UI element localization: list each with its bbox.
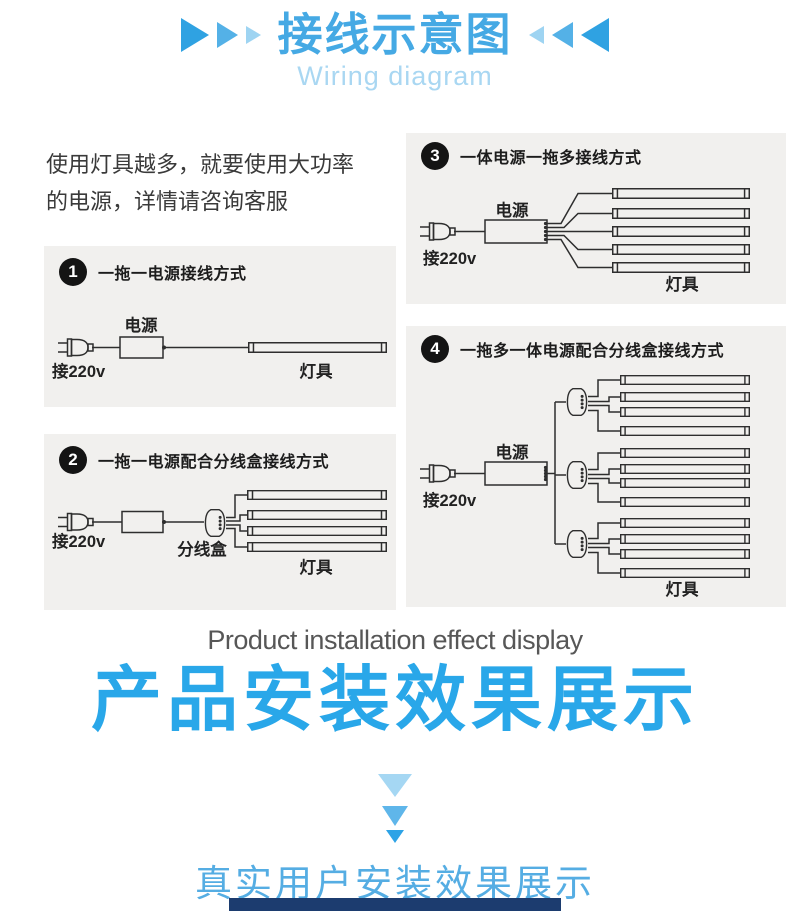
lamp-label: 灯具 bbox=[666, 580, 700, 599]
panel-title: 一体电源一拖多接线方式 bbox=[460, 150, 642, 167]
junction-box bbox=[566, 388, 588, 416]
footer-title-cn: 产品安装效果展示 bbox=[90, 661, 699, 740]
plug-label: 接220v bbox=[52, 361, 106, 381]
lamp-tube bbox=[612, 188, 750, 199]
panel-title: 一拖多一体电源配合分线盒接线方式 bbox=[460, 343, 725, 360]
lamp-tube bbox=[612, 244, 750, 255]
plug-icon bbox=[420, 464, 456, 483]
lamp-tube bbox=[247, 490, 387, 500]
arrow-left-icon bbox=[528, 25, 544, 44]
lamp-tube bbox=[612, 262, 750, 273]
plug-icon bbox=[420, 222, 456, 241]
lamp-tube bbox=[620, 464, 750, 474]
arrow-left-icon bbox=[580, 17, 609, 52]
diagram-panel-3: 3 一体电源一拖多接线方式 bbox=[406, 133, 786, 304]
junction-box bbox=[566, 461, 588, 489]
plug-label: 接220v bbox=[52, 531, 106, 551]
lamp-tube bbox=[620, 549, 750, 559]
power-box bbox=[484, 219, 548, 244]
plug-label: 接220v bbox=[423, 490, 477, 510]
lamp-tube bbox=[620, 497, 750, 507]
wiring-diagram-1: 电源 接220v 灯具 bbox=[52, 315, 387, 381]
section-header: 接线示意图 Wiring diagram bbox=[0, 10, 790, 92]
lamp-label: 灯具 bbox=[300, 558, 334, 577]
footer-subtitle-en: Product installation effect display bbox=[207, 625, 583, 655]
power-box bbox=[484, 461, 548, 486]
lamp-tube bbox=[620, 407, 750, 417]
power-box bbox=[119, 336, 164, 359]
lamp-tube bbox=[620, 426, 750, 436]
number-badge: 1 bbox=[59, 258, 87, 286]
page-title: 接线示意图 bbox=[277, 9, 513, 60]
lamp-tube bbox=[248, 342, 387, 353]
lamp-label: 灯具 bbox=[666, 275, 700, 294]
lamp-tube bbox=[612, 208, 750, 219]
lamp-tube bbox=[620, 375, 750, 385]
panel-3-header: 3 一体电源一拖多接线方式 bbox=[421, 142, 642, 170]
lamp-tube bbox=[620, 478, 750, 488]
arrow-down-icon bbox=[382, 806, 408, 826]
lamp-tube bbox=[612, 226, 750, 237]
arrow-left-icon bbox=[551, 21, 573, 48]
number-badge: 4 bbox=[421, 335, 449, 363]
down-arrows bbox=[0, 774, 790, 843]
panel-1-header: 1 一拖一电源接线方式 bbox=[59, 258, 247, 286]
lamp-tube bbox=[247, 526, 387, 536]
power-label: 电源 bbox=[125, 315, 159, 335]
next-section-bar bbox=[229, 898, 561, 911]
lamp-tube bbox=[620, 568, 750, 578]
arrow-right-icon bbox=[246, 25, 262, 44]
lamp-tube bbox=[620, 534, 750, 544]
arrow-right-icon bbox=[181, 17, 210, 52]
intro-text: 使用灯具越多，就要使用大功率的电源，详情请咨询客服 bbox=[46, 152, 355, 214]
junction-box-label: 分线盒 bbox=[177, 539, 227, 559]
power-label: 电源 bbox=[496, 442, 530, 462]
arrow-right-icon bbox=[217, 21, 239, 48]
lamp-label: 灯具 bbox=[300, 362, 334, 381]
panel-title: 一拖一电源接线方式 bbox=[98, 266, 247, 283]
lamp-tube bbox=[620, 392, 750, 402]
diagram-panel-1: 1 一拖一电源接线方式 电源 接220v 灯具 bbox=[44, 246, 396, 407]
plug-label: 接220v bbox=[423, 248, 477, 268]
lamp-tube bbox=[247, 542, 387, 552]
plug-icon bbox=[58, 512, 94, 532]
panel-2-header: 2 一拖一电源配合分线盒接线方式 bbox=[59, 446, 329, 474]
number-badge: 3 bbox=[421, 142, 449, 170]
power-label: 电源 bbox=[496, 200, 530, 220]
panel-title: 一拖一电源配合分线盒接线方式 bbox=[98, 454, 330, 471]
junction-box bbox=[566, 530, 588, 558]
lamp-tube bbox=[620, 518, 750, 528]
wiring-diagram-2: 接220v 分线盒 灯具 bbox=[52, 490, 387, 577]
arrow-down-icon bbox=[386, 830, 404, 843]
panel-4-header: 4 一拖多一体电源配合分线盒接线方式 bbox=[421, 335, 724, 363]
arrow-down-icon bbox=[378, 774, 412, 797]
page-subtitle: Wiring diagram bbox=[297, 60, 493, 91]
lamp-tube bbox=[620, 448, 750, 458]
power-box bbox=[121, 510, 164, 534]
junction-box bbox=[204, 509, 226, 537]
wiring-diagram-4: 电源 接220v 灯具 bbox=[420, 375, 750, 599]
lamp-tube bbox=[247, 510, 387, 520]
diagram-panel-2: 2 一拖一电源配合分线盒接线方式 接220v 分线盒 灯 bbox=[44, 434, 396, 610]
wiring-diagram-3: 电源 接220v 灯具 bbox=[420, 188, 750, 294]
number-badge: 2 bbox=[59, 446, 87, 474]
plug-icon bbox=[58, 338, 94, 357]
diagram-panel-4: 4 一拖多一体电源配合分线盒接线方式 bbox=[406, 326, 786, 607]
footer-caption: 真实用户安装效果展示 bbox=[195, 863, 595, 904]
